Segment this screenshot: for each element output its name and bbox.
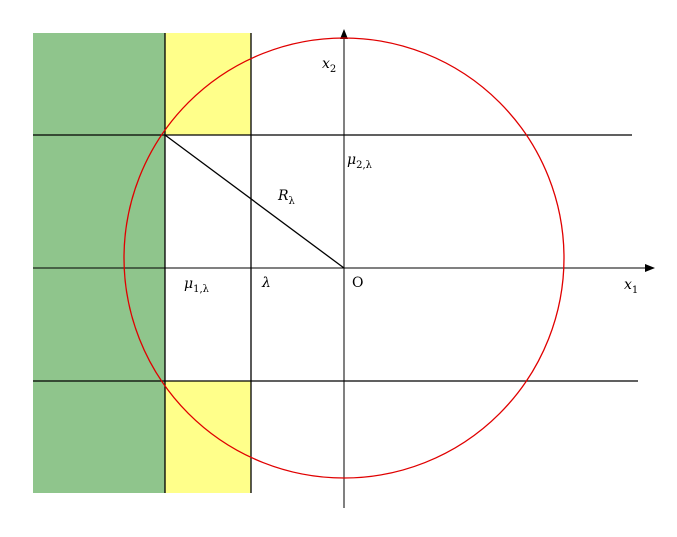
yellow-region-top [165,33,251,135]
mu1-label: μ1,λ [184,276,210,295]
mu2-label: μ2,λ [347,152,373,171]
radius-segment [164,134,345,269]
x1-axis-label: x1 [624,277,638,296]
circle [123,37,565,479]
yellow-region-bottom [165,381,251,493]
x2-axis-label: x2 [322,56,336,75]
green-region [33,33,165,493]
origin-label: O [352,275,363,291]
lambda-label: λ [261,275,271,291]
radius-label: Rλ [277,188,296,207]
